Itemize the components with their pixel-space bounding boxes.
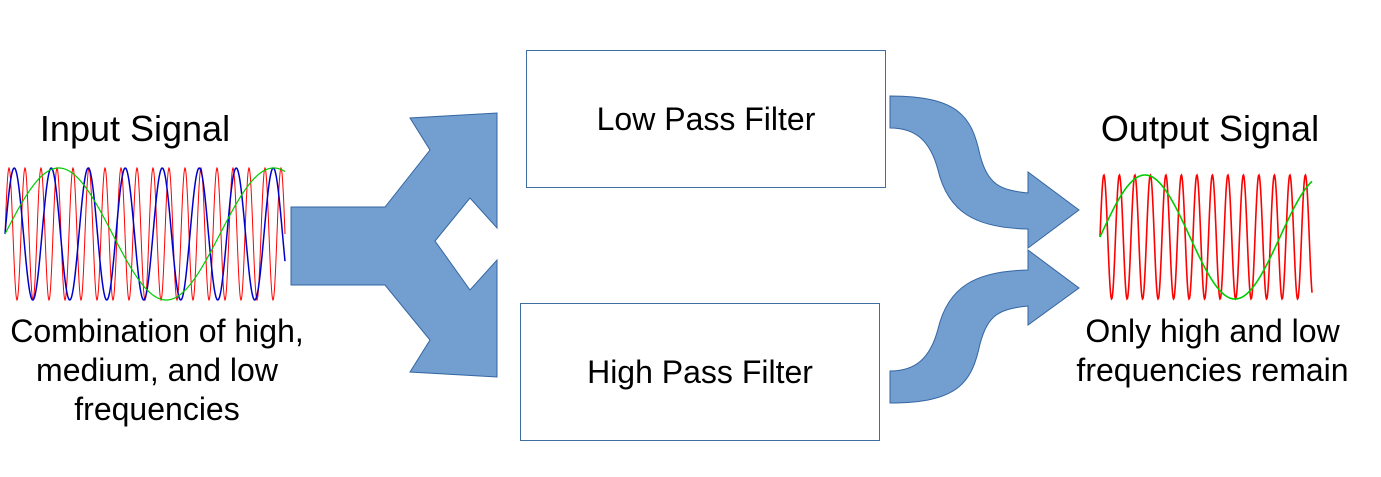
- split-arrow: [290, 112, 498, 378]
- high-pass-output-arrow: [889, 249, 1080, 404]
- input-waveform: [4, 166, 286, 302]
- input-low-frequency-wave: [4, 167, 286, 301]
- low-pass-filter-label: Low Pass Filter: [596, 100, 816, 137]
- output-signal-description: Only high and low frequencies remain: [1076, 313, 1349, 388]
- input-signal-title: Input Signal: [39, 108, 231, 149]
- output-signal-title: Output Signal: [1100, 108, 1320, 149]
- output-waveform: [1099, 173, 1313, 301]
- low-pass-filter-box: Low Pass Filter: [526, 50, 886, 188]
- input-signal-description: Combination of high, medium, and low fre…: [10, 313, 304, 427]
- high-pass-filter-label: High Pass Filter: [587, 353, 813, 390]
- low-pass-output-arrow: [889, 95, 1080, 249]
- output-low-frequency-wave: [1099, 174, 1313, 300]
- high-pass-filter-box: High Pass Filter: [520, 303, 880, 441]
- input-medium-frequency-wave: [4, 167, 286, 301]
- output-high-frequency-wave: [1099, 173, 1313, 301]
